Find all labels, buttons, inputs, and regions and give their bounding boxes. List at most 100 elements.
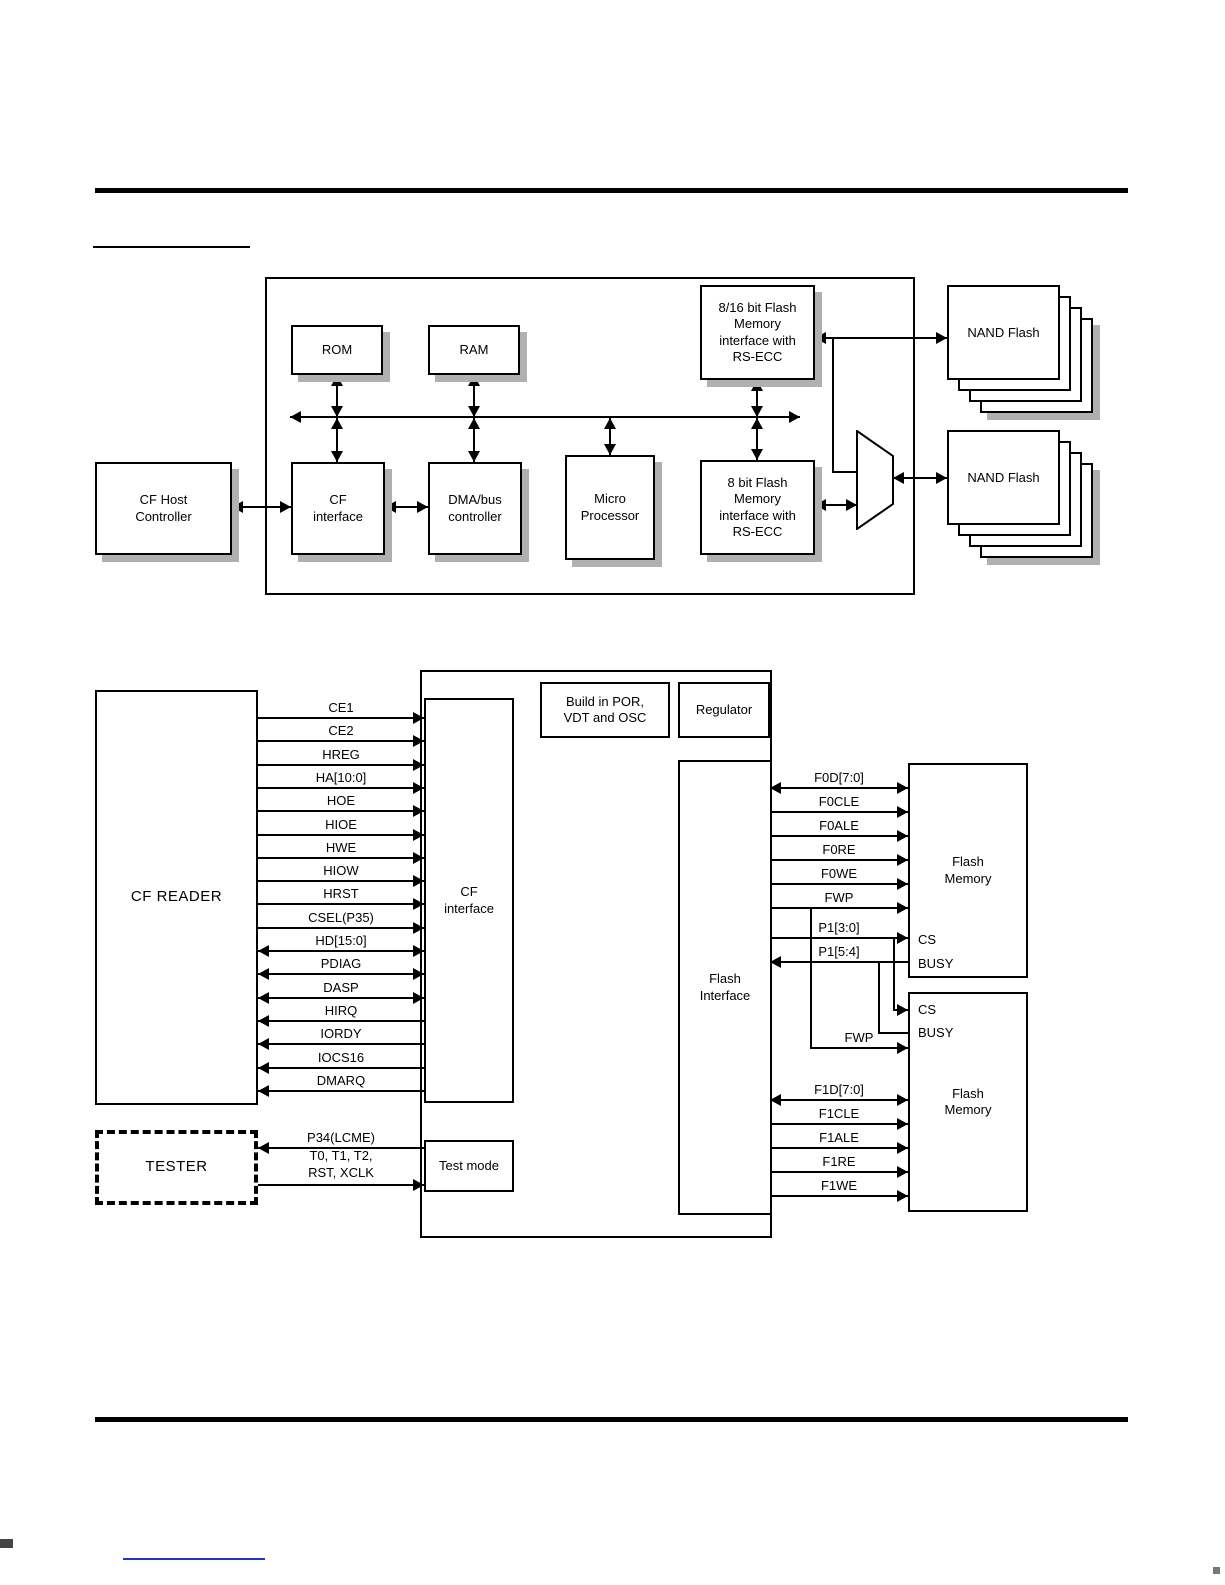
signal-hreg: HREG <box>258 747 424 771</box>
wire <box>770 907 908 909</box>
signal-label: F1ALE <box>819 1130 859 1145</box>
test-mode-block: Test mode <box>424 1140 514 1192</box>
wire <box>770 1123 908 1125</box>
signal-f1we: F1WE <box>770 1178 908 1202</box>
signal-label: HD[15:0] <box>315 933 367 948</box>
cs-pin-label: CS <box>918 1002 937 1017</box>
flash-interface-8-label: 8 bit Flash Memory interface with RS-ECC <box>719 475 796 539</box>
flash-interface-label: Flash Interface <box>699 971 751 1003</box>
fwp-branch-wire <box>810 908 812 1049</box>
signal-ce1: CE1 <box>258 700 424 724</box>
header-rule <box>95 188 1128 193</box>
signal-f0d7-0: F0D[7:0] <box>770 770 908 794</box>
signal-hirq: HIRQ <box>258 1003 424 1027</box>
signal-hioe: HIOE <box>258 817 424 841</box>
scan-artifact <box>1213 1567 1220 1574</box>
signal-dmarq: DMARQ <box>258 1073 424 1097</box>
busy-pin-label: BUSY <box>918 956 954 971</box>
micro-processor-label: Micro Processor <box>580 491 640 523</box>
wire <box>258 764 424 766</box>
signal-label: HWE <box>325 840 357 855</box>
tester-label: TESTER <box>145 1158 208 1176</box>
signal-dasp: DASP <box>258 980 424 1004</box>
flash-interface-816-label: 8/16 bit Flash Memory interface with RS-… <box>718 300 797 364</box>
signal-label: IOCS16 <box>317 1050 365 1065</box>
signal-label: HIRQ <box>324 1003 358 1018</box>
regulator-label: Regulator <box>695 701 753 717</box>
signal-label: HIOW <box>323 863 359 878</box>
flash-memory-label: Flash Memory <box>944 1085 992 1117</box>
signal-label: P34(LCME) <box>307 1130 375 1145</box>
cf-reader-block: CF READER <box>95 690 258 1105</box>
dma-bus-controller-block: DMA/bus controller <box>428 462 522 555</box>
signal-label: P1[3:0] <box>818 920 860 935</box>
wire <box>770 1195 908 1197</box>
wire <box>258 1043 424 1045</box>
wire <box>258 927 424 929</box>
nand-card-front: NAND Flash <box>947 430 1060 525</box>
signal-hrst: HRST <box>258 886 424 910</box>
wire <box>770 883 908 885</box>
signal-label: FWP <box>824 890 854 905</box>
system-bus-arrow <box>290 411 800 423</box>
nand-flash-stack-top: NAND Flash <box>947 285 1097 417</box>
wire <box>770 787 908 789</box>
signal-ha10-0: HA[10:0] <box>258 770 424 794</box>
cfinterface-dma-arrow <box>385 501 428 513</box>
cf-reader-label: CF READER <box>130 888 223 906</box>
flash8-mux-arrow <box>815 499 857 511</box>
dma-bus-controller-label: DMA/bus controller <box>448 492 502 524</box>
ram-bus-connector <box>468 375 480 417</box>
signal-f0re: F0RE <box>770 842 908 866</box>
regulator-block: Regulator <box>678 682 770 738</box>
signal-label: CE2 <box>328 723 354 738</box>
bus-dma-connector <box>468 418 480 462</box>
signal-test-pins: T0, T1, T2, RST, XCLK <box>258 1148 424 1191</box>
signal-pdiag: PDIAG <box>258 956 424 980</box>
signal-csel-p35: CSEL(P35) <box>258 910 424 934</box>
signal-hiow: HIOW <box>258 863 424 887</box>
wire <box>258 950 424 952</box>
flash816-nand-arrow <box>815 332 947 344</box>
scan-artifact <box>0 1539 13 1548</box>
wire <box>258 787 424 789</box>
wire <box>770 1099 908 1101</box>
bus-flash8-connector <box>751 418 763 460</box>
nand-flash-stack-bottom: NAND Flash <box>947 430 1097 562</box>
wire <box>258 997 424 999</box>
wire <box>770 859 908 861</box>
signal-f0cle: F0CLE <box>770 794 908 818</box>
cs-branch-arrow <box>893 993 908 1016</box>
test-mode-label: Test mode <box>439 1157 499 1173</box>
signal-label: HREG <box>322 747 360 762</box>
wire <box>258 810 424 812</box>
wire <box>258 1067 424 1069</box>
wire <box>770 937 908 939</box>
wire <box>258 740 424 742</box>
por-vdt-osc-block: Build in POR, VDT and OSC <box>540 682 670 738</box>
signal-iordy: IORDY <box>258 1026 424 1050</box>
wire <box>770 1171 908 1173</box>
signal-label: DMARQ <box>316 1073 366 1088</box>
wire <box>258 903 424 905</box>
signal-f1re: F1RE <box>770 1154 908 1178</box>
footer-link-underline[interactable] <box>123 1558 265 1560</box>
flash816-mux-branch-wire <box>832 471 857 473</box>
signal-label: HIOE <box>325 817 357 832</box>
flash-memory-bottom-block: Flash Memory CS BUSY <box>908 992 1028 1212</box>
signal-label: F0D[7:0] <box>814 770 864 785</box>
ram-block: RAM <box>428 325 520 375</box>
tester-block: TESTER <box>95 1130 258 1205</box>
wire <box>893 1009 908 1011</box>
wire <box>258 880 424 882</box>
signal-ce2: CE2 <box>258 723 424 747</box>
cfhost-cfinterface-arrow <box>232 501 291 513</box>
signal-label: T0, T1, T2, RST, XCLK <box>308 1148 374 1181</box>
signal-label: F0WE <box>820 866 858 881</box>
flash816-bus-connector <box>751 380 763 417</box>
wire <box>258 834 424 836</box>
section-heading-underline <box>93 246 250 248</box>
rom-label: ROM <box>321 341 353 357</box>
signal-label: CE1 <box>328 700 354 715</box>
